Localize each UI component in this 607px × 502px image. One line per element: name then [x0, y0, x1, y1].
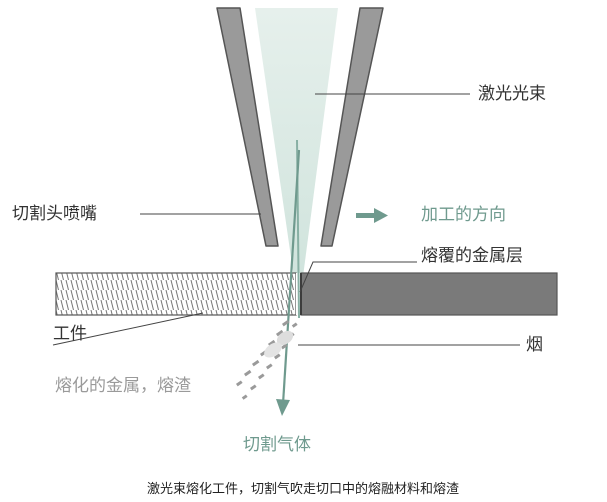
- arrow-down-icon: [276, 399, 290, 416]
- label-cutting-nozzle: 切割头喷嘴: [12, 204, 97, 224]
- figure-caption: 激光束熔化工件，切割气吹走切口中的熔融材料和熔渣: [147, 481, 459, 497]
- smoke-puff: [264, 330, 294, 358]
- leader-lines: [52, 93, 520, 346]
- label-cutting-gas: 切割气体: [243, 435, 311, 455]
- gas-arrow-shaft: [281, 149, 301, 405]
- workpiece-left: [55, 272, 297, 316]
- nozzle-right-wall: [320, 7, 384, 247]
- label-molten-layer: 熔覆的金属层: [421, 246, 523, 266]
- nozzle-left-wall: [216, 7, 279, 247]
- label-laser-beam: 激光光束: [478, 84, 546, 104]
- workpiece-right: [300, 272, 558, 316]
- label-molten-metal-slag: 熔化的金属，熔渣: [55, 376, 191, 396]
- label-cut-direction: 加工的方向: [421, 205, 506, 225]
- label-smoke: 烟: [526, 335, 543, 355]
- arrow-right-icon: [356, 208, 388, 223]
- label-workpiece: 工件: [53, 324, 87, 344]
